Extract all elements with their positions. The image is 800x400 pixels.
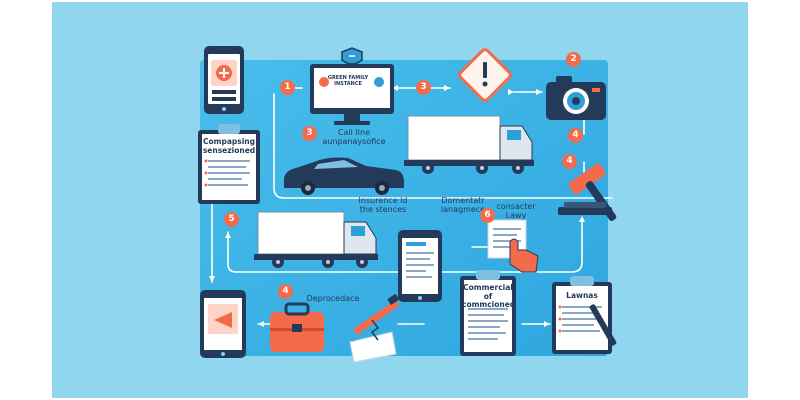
lawnas-label: Lawnas bbox=[566, 291, 598, 300]
phone-icon-middle bbox=[398, 230, 442, 302]
step-badge-5: 5 bbox=[224, 212, 239, 227]
camera-icon bbox=[546, 76, 606, 120]
consacter-label: consacter Lawy bbox=[486, 202, 546, 220]
hand-pointer-document-icon bbox=[487, 219, 539, 273]
insurance-line1: Insurence ld bbox=[358, 196, 408, 205]
truck-icon-middle bbox=[254, 211, 378, 268]
phone-icon bbox=[204, 46, 244, 114]
briefcase-icon bbox=[270, 302, 324, 352]
clipboard-title: Compapsing sensezioned bbox=[202, 137, 256, 155]
paper-icon bbox=[349, 319, 397, 363]
monitor-text: GREEN FAMILY INSTANCE bbox=[327, 75, 369, 87]
commercial-line2: commcioned bbox=[462, 300, 516, 310]
step-badge-6: 6 bbox=[480, 208, 495, 223]
insurance-line2: the stences bbox=[359, 205, 407, 215]
call-line-line2: aunpanaysofice bbox=[322, 137, 386, 147]
clipboard-icon bbox=[198, 124, 260, 204]
flow-arrowheads bbox=[209, 85, 585, 327]
consacter-line1: consacter bbox=[496, 202, 536, 211]
clipboard-icon-right bbox=[552, 276, 617, 354]
step-badge-4a: 4 bbox=[568, 128, 583, 143]
consacter-line2: Lawy bbox=[505, 211, 527, 221]
shield-icon bbox=[341, 47, 363, 65]
call-line-line1: Call Ilne bbox=[337, 128, 371, 137]
monitor-icon bbox=[310, 64, 394, 125]
documentar-label: Domentatr lanagmece bbox=[428, 196, 498, 214]
tablet-icon bbox=[200, 290, 246, 358]
commercial-label: Commercial of commcioned bbox=[462, 283, 516, 310]
step-badge-4b: 4 bbox=[562, 154, 577, 169]
step-badge-4c: 4 bbox=[278, 284, 293, 299]
step-badge-3b: 3 bbox=[302, 126, 317, 141]
deprocedace-label: Deprocedace bbox=[306, 294, 360, 303]
commercial-line1: Commercial of bbox=[463, 283, 513, 301]
diagram-canvas: Compapsing sensezioned GREEN FAMILY INST… bbox=[52, 2, 748, 398]
insurance-label: Insurence ld the stences bbox=[344, 196, 422, 214]
clipboard-icon-middle bbox=[460, 270, 516, 356]
documentar-line1: Domentatr bbox=[441, 196, 485, 205]
step-badge-1: 1 bbox=[280, 80, 295, 95]
documentar-line2: lanagmece bbox=[440, 205, 486, 215]
gavel-icon bbox=[558, 163, 617, 221]
car-icon bbox=[284, 157, 404, 195]
call-line-label: Call Ilne aunpanaysofice bbox=[314, 128, 394, 146]
step-badge-2: 2 bbox=[566, 52, 581, 67]
warning-sign-icon bbox=[458, 48, 512, 102]
step-badge-3a: 3 bbox=[416, 80, 431, 95]
truck-icon-top bbox=[404, 115, 534, 174]
